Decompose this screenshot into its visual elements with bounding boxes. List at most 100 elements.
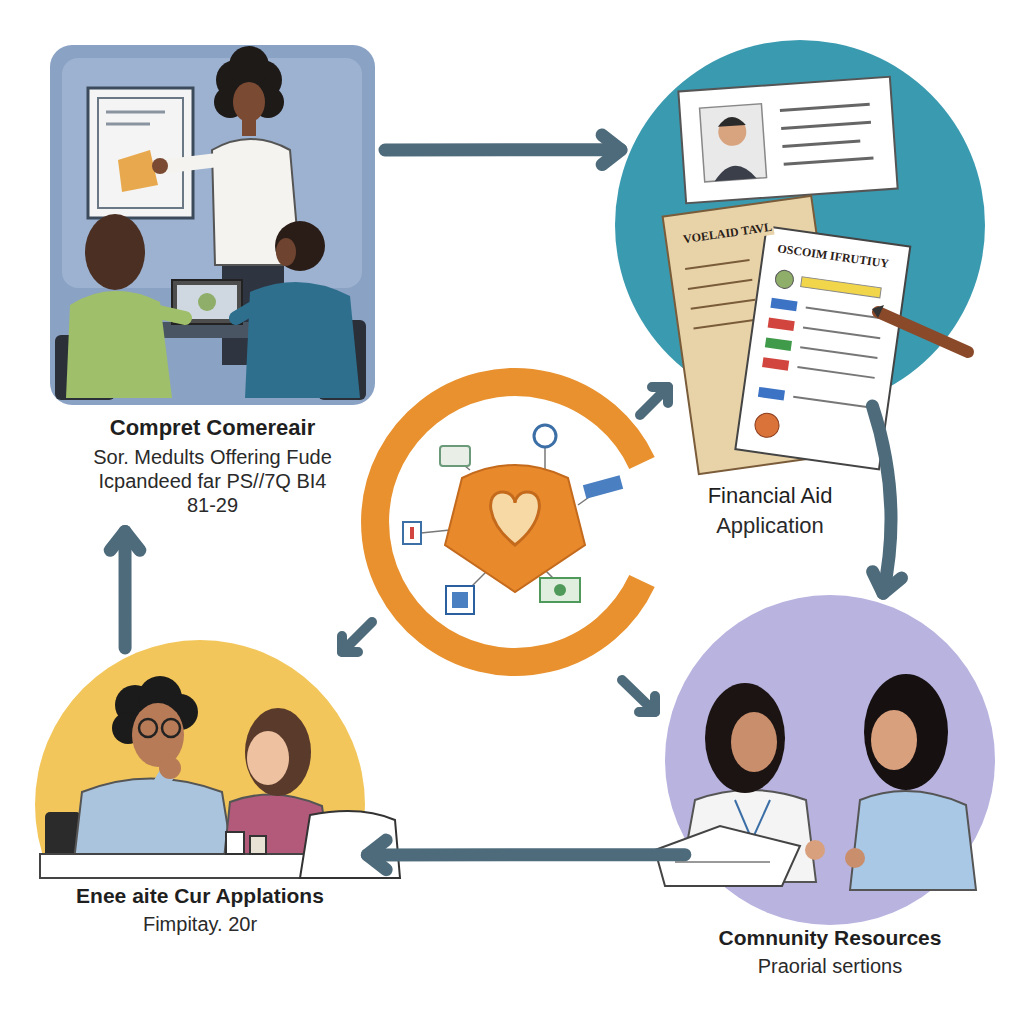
- hub-arrow: [640, 387, 668, 415]
- panel-shape: [50, 45, 375, 405]
- form-line: [685, 260, 749, 269]
- teacher-face: [233, 82, 265, 122]
- board-chart: [118, 150, 158, 192]
- photo-body: [714, 164, 757, 181]
- form-line: [693, 319, 757, 328]
- hub-icon-mark: [452, 592, 468, 608]
- student-hair: [85, 214, 145, 290]
- hub-arrow: [622, 680, 655, 712]
- card-line: [781, 122, 871, 128]
- student-face: [276, 238, 296, 266]
- arrow-line: [385, 143, 621, 156]
- panel-fill: [665, 595, 995, 925]
- whiteboard-frame: [98, 98, 183, 208]
- hub-icon: [540, 578, 580, 602]
- woman-shirt: [850, 791, 976, 890]
- man-hand: [159, 757, 181, 779]
- flow-arrow: [367, 840, 685, 870]
- screen-icon: [198, 293, 216, 311]
- panel-shape: [35, 640, 365, 875]
- form-line: [691, 300, 755, 309]
- node-heading: Compret Comereair: [45, 415, 380, 441]
- panel-shape: [665, 595, 995, 925]
- node-body: Application: [660, 513, 880, 539]
- hub-link: [421, 530, 450, 533]
- man-arm: [140, 772, 168, 820]
- card-line: [782, 141, 860, 146]
- panel-fill: [615, 40, 985, 410]
- form-line: [793, 397, 870, 408]
- woman-hair: [245, 708, 311, 796]
- woman-face: [731, 712, 777, 772]
- hub-icon: [403, 522, 421, 544]
- laptop: [300, 811, 400, 878]
- arrow-head: [602, 135, 621, 165]
- panel-node: Financial AidApplication: [615, 40, 985, 544]
- hub-icon-mark: [554, 584, 566, 596]
- panel-fill: [35, 640, 365, 875]
- form-line: [688, 280, 752, 289]
- student-head: [275, 221, 325, 271]
- caption: Comnunity ResourcesPraorial sertions: [665, 925, 995, 978]
- hub-arrow-head: [652, 387, 668, 403]
- form-bar: [758, 387, 785, 401]
- document-heading: VOELAID TAVL: [681, 221, 775, 248]
- pencil-tip: [872, 305, 884, 318]
- student-arm: [236, 305, 258, 318]
- glasses: [139, 719, 157, 737]
- form-bar: [770, 298, 797, 312]
- panel-node: Comnunity ResourcesPraorial sertions: [665, 595, 995, 982]
- board-line: [106, 123, 150, 126]
- form-line: [800, 347, 877, 358]
- woman-face: [247, 731, 289, 785]
- woman-face: [871, 710, 917, 770]
- cup: [250, 836, 266, 854]
- notebook-line: [675, 861, 770, 863]
- hand: [845, 848, 865, 868]
- form-line: [803, 327, 880, 338]
- hub-link: [544, 447, 546, 470]
- caption: Compret ComereairSor. Medults Offering F…: [45, 415, 380, 517]
- caption: Financial AidApplication: [660, 483, 880, 540]
- student-shirt: [245, 282, 360, 398]
- panel-fill: [50, 45, 375, 405]
- card-line: [784, 158, 874, 164]
- teacher-shirt: [212, 139, 300, 265]
- cup: [226, 832, 244, 854]
- hub-arrow-head: [342, 636, 358, 652]
- stamp: [753, 412, 780, 439]
- arrow-head: [873, 572, 902, 594]
- form-line: [806, 308, 883, 319]
- hub-icon: [534, 425, 556, 447]
- teacher-arm: [168, 160, 218, 166]
- form-bar: [762, 357, 789, 371]
- hub-arrow-head: [639, 696, 655, 712]
- panel-node: Enee aite Cur ApplationsFimpitay. 20r: [35, 640, 365, 940]
- photo: [700, 104, 767, 182]
- arrow-line: [367, 848, 685, 861]
- glasses: [162, 719, 180, 737]
- node-body: Fimpitay. 20r: [25, 912, 375, 936]
- hub-arrow: [342, 622, 372, 652]
- hub-shield: [445, 465, 585, 592]
- hub-icon-mark: [410, 527, 414, 539]
- photo-face: [717, 117, 747, 147]
- form-bar: [768, 318, 795, 332]
- form-bar: [765, 337, 792, 351]
- hub-ring: [375, 382, 642, 662]
- woman-hair: [705, 683, 785, 793]
- card-line: [780, 104, 870, 110]
- hub-icon: [446, 586, 474, 614]
- arrow-line: [872, 406, 891, 593]
- caption: Enee aite Cur ApplationsFimpitay. 20r: [25, 883, 375, 936]
- whiteboard: [88, 88, 193, 218]
- form-line: [797, 367, 874, 378]
- node-body: Praorial sertions: [665, 954, 995, 978]
- hub-icon: [440, 446, 470, 466]
- node-heading: Financial Aid: [660, 483, 880, 509]
- arrow-line: [119, 531, 132, 648]
- teacher-hair: [229, 46, 269, 86]
- teacher-neck: [242, 118, 256, 136]
